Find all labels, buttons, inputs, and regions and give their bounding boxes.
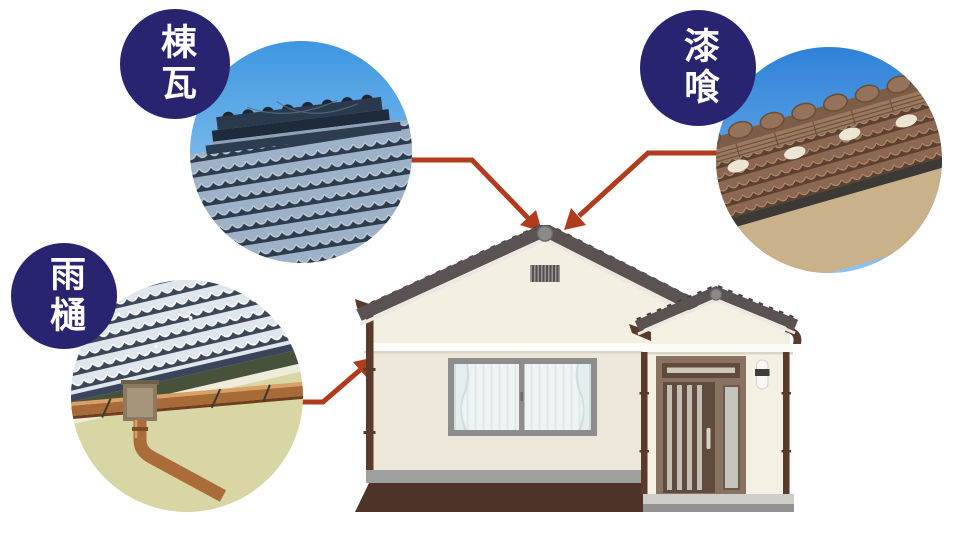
plaster-roof-photo [716,47,942,273]
arrow-icon-shikkui [564,150,718,230]
wall-trim-band [364,343,656,351]
door-handle [706,428,711,449]
copper-gutter [71,379,303,421]
entrance-step [643,494,794,504]
ridge-stack [205,94,402,155]
vent-grille [530,265,560,282]
door-slats [667,385,702,490]
door-side-glass [725,387,738,488]
entrance-trim-band [643,344,793,352]
label-munagawara: 棟瓦 [120,9,230,119]
downspout-left [355,299,376,470]
gutter-junction-box [121,380,159,421]
label-munagawara-text: 棟瓦 [155,23,196,105]
label-shikkui-text: 漆喰 [678,27,719,109]
wall-lamp [755,359,770,390]
arrow-icon-munagawara [404,157,542,232]
main-roof [356,225,700,327]
plaster-patch [895,114,917,128]
roof-finial [536,225,554,242]
entrance-roof [634,284,799,336]
tile-field [190,112,412,263]
downspout-pipe [132,420,227,502]
entrance-roof-finial [709,288,723,301]
foundation [355,483,658,512]
label-shikkui: 漆喰 [640,10,756,126]
front-door [656,356,746,497]
gutter-shadow [716,147,942,238]
window [448,358,597,436]
label-amadoi: 雨樋 [11,243,117,349]
house-illustration [355,225,802,512]
entrance-section [629,284,802,512]
window-latch [520,392,523,401]
plaster-patch [727,159,749,173]
gutter-brackets [101,384,271,418]
plaster-patch [784,146,806,160]
plaster-patch [839,127,861,141]
photo-shikkui [716,47,942,273]
label-amadoi-text: 雨樋 [44,255,85,337]
plinth [366,470,658,483]
